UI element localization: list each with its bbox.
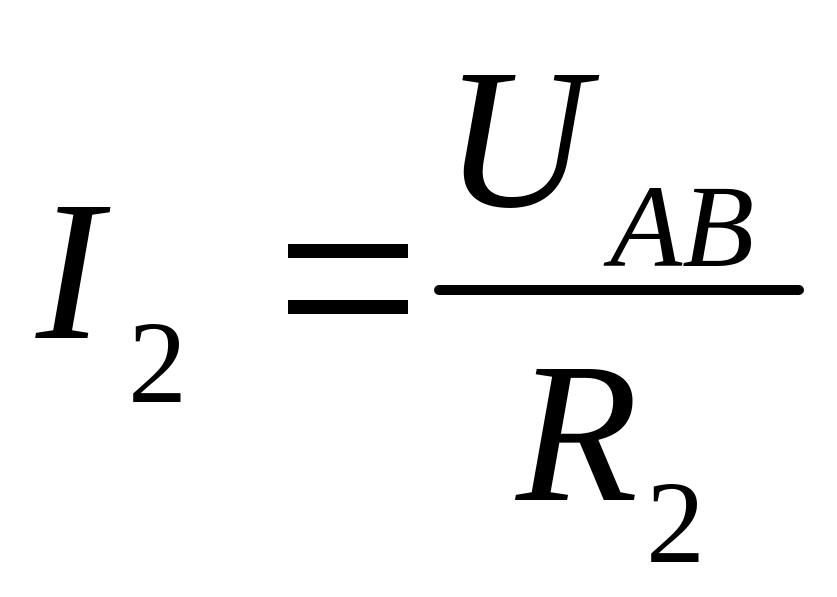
denominator-subscript: 2 <box>646 457 705 588</box>
fraction-line <box>434 285 804 295</box>
numerator-subscript: AB <box>610 161 755 292</box>
denominator-variable: R <box>516 323 639 544</box>
lhs-variable: I <box>36 161 103 382</box>
numerator-variable: U <box>444 29 589 250</box>
equals-sign <box>288 244 408 314</box>
equals-bar-bottom <box>288 300 408 314</box>
equals-bar-top <box>288 244 408 258</box>
lhs-subscript: 2 <box>128 297 187 428</box>
